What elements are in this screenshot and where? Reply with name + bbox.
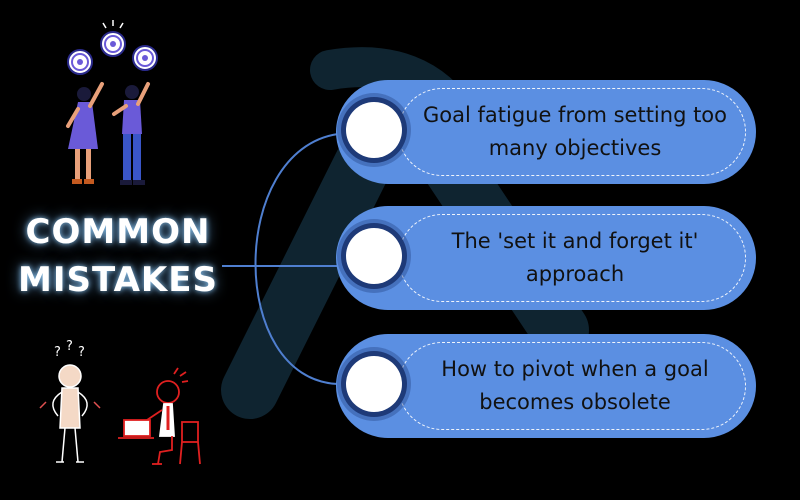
person-figure [112, 82, 150, 185]
page-title: COMMON MISTAKES [8, 208, 228, 304]
mistake-text-2: The 'set it and forget it' approach [451, 229, 699, 286]
people-with-targets-illustration [66, 20, 158, 185]
target-icon [100, 31, 126, 57]
bullet-circle [346, 228, 402, 284]
bullet-circle [346, 356, 402, 412]
mistake-item-2: The 'set it and forget it' approach [336, 206, 756, 310]
mistake-item-1: Goal fatigue from setting too many objec… [336, 80, 756, 184]
bullet-circle [346, 102, 402, 158]
target-icon [132, 45, 158, 71]
title-line-2: MISTAKES [18, 260, 218, 300]
working-person-figure [118, 367, 201, 465]
confused-and-working-people-illustration: ? ? ? [39, 340, 201, 465]
mistake-text-3: How to pivot when a goal becomes obsolet… [441, 357, 709, 414]
target-icon [67, 49, 93, 75]
svg-text:?: ? [78, 345, 85, 360]
svg-text:?: ? [54, 345, 61, 360]
mistake-text-1: Goal fatigue from setting too many objec… [422, 103, 728, 160]
confused-person-figure: ? ? ? [39, 340, 101, 463]
svg-text:?: ? [66, 340, 73, 354]
title-line-1: COMMON [25, 212, 211, 252]
person-figure [66, 82, 104, 184]
mistake-item-3: How to pivot when a goal becomes obsolet… [336, 334, 756, 438]
